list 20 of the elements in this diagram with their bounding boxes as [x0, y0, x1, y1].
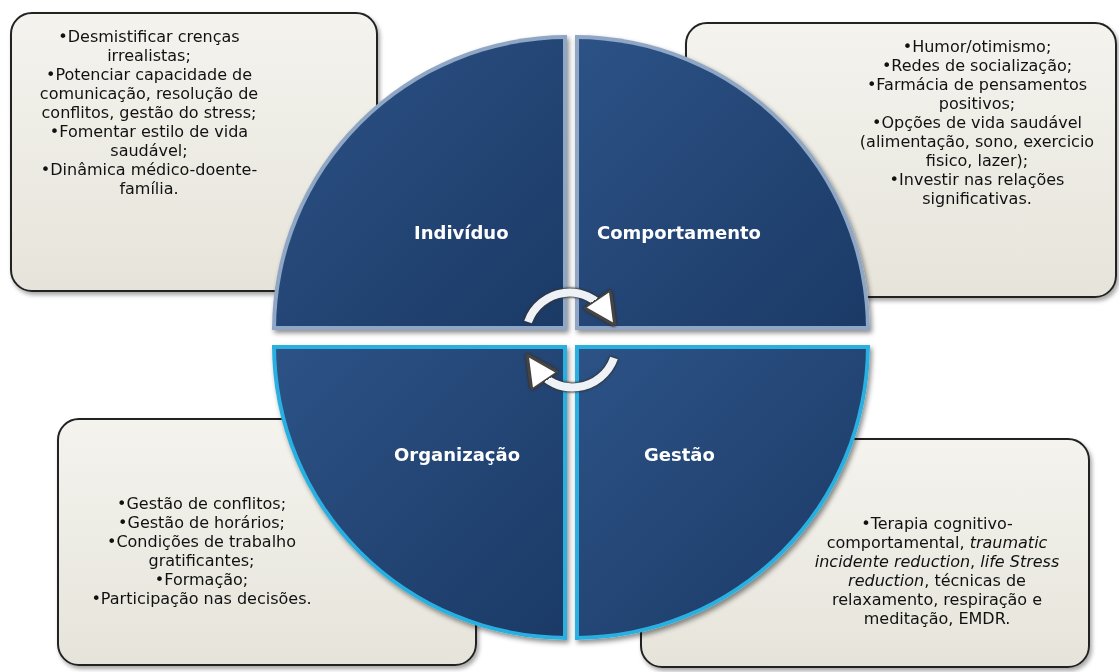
bullet-item: •Farmácia de pensamentos positivos; — [865, 75, 1089, 113]
bullet-item: •Humor/otimismo; — [901, 37, 1053, 56]
bullet-item: •Gestão de conflitos; — [115, 494, 288, 513]
bullet-item: •Gestão de horários; — [117, 513, 286, 532]
quadrant-title: Indivíduo — [414, 222, 509, 243]
bullet-item: •Terapia cognitivo-comportamental, traumatic incidente reduction, life Stress reduction, técnicas de relaxamento, respiração e meditação, EMDR. — [813, 514, 1061, 628]
quadrant-title: Organização — [394, 444, 520, 465]
bullet-item: •Investir nas relações significativas. — [888, 170, 1066, 208]
bullet-item: •Dinâmica médico-doente-família. — [39, 160, 259, 198]
bullet-item: •Desmistificar crenças irrealistas; — [57, 27, 241, 65]
circular-arrow — [524, 287, 618, 327]
quadrant-title: Gestão — [644, 444, 715, 465]
bullet-item: •Opções de vida saudável (alimentação, sono, exercicio fisico, lazer); — [858, 113, 1096, 170]
bullet-item: •Redes de socialização; — [880, 56, 1074, 75]
bullet-item: •Fomentar estilo de vida saudável; — [48, 122, 250, 160]
quadrant-title: Comportamento — [597, 222, 761, 243]
bullet-item: •Potenciar capacidade de comunicação, resolução de conflitos, gestão do stress; — [38, 65, 260, 122]
bullet-item: •Participação nas decisões. — [90, 589, 313, 608]
bullet-item: •Condições de trabalho gratificantes; — [105, 532, 298, 570]
bullet-item: •Formação; — [153, 570, 250, 589]
